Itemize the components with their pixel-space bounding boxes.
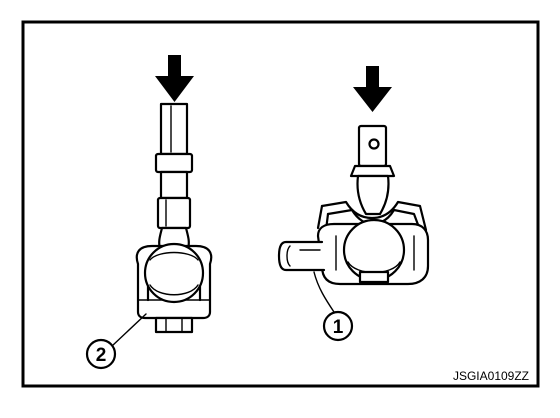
- left-ball-stud: [143, 242, 205, 304]
- right-stud-top: [349, 124, 396, 216]
- left-bottom-stub: [154, 316, 194, 334]
- arrow-down-icon: [155, 55, 194, 102]
- right-arm: [277, 240, 326, 272]
- left-shaft: [154, 102, 194, 250]
- left-ball-joint: 2: [85, 55, 213, 370]
- callout-2-leader: [111, 313, 147, 347]
- figure-frame: [21, 20, 540, 388]
- callout-2-number: 2: [96, 345, 107, 366]
- right-ball-joint: 1: [277, 66, 430, 342]
- right-ball-stud: [342, 218, 406, 284]
- callout-1: 1: [322, 310, 354, 342]
- callout-2: 2: [85, 338, 117, 370]
- callout-1-number: 1: [333, 317, 344, 338]
- arrow-down-icon: [353, 66, 392, 112]
- callout-1-leader: [313, 271, 335, 313]
- figure-code: JSGIA0109ZZ: [453, 369, 529, 383]
